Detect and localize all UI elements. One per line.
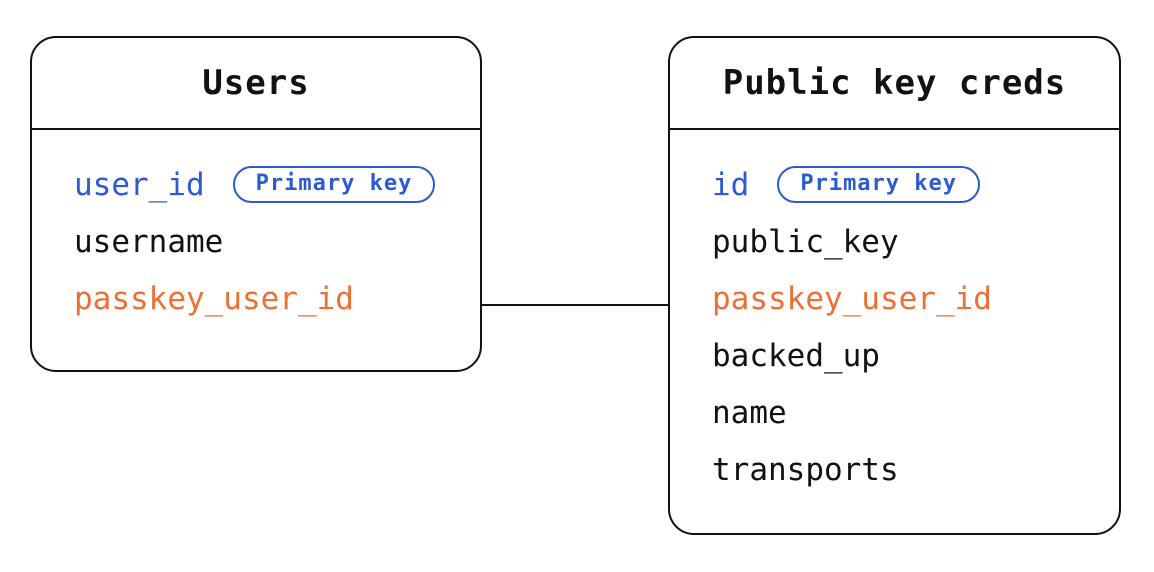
field-name-passkey-user-id: passkey_user_id — [712, 280, 992, 317]
field-row-id: id Primary key — [712, 156, 1103, 213]
users-table-header: Users — [32, 38, 480, 130]
field-name-public-key: public_key — [712, 223, 899, 260]
field-row-passkey-user-id: passkey_user_id — [74, 270, 464, 327]
public-key-creds-table: Public key creds id Primary key public_k… — [668, 36, 1121, 535]
field-row-passkey-user-id: passkey_user_id — [712, 270, 1103, 327]
public-key-creds-table-title: Public key creds — [722, 63, 1067, 103]
relationship-line — [482, 304, 670, 306]
primary-key-badge: Primary key — [232, 166, 436, 203]
field-row-name: name — [712, 384, 1103, 441]
users-table: Users user_id Primary key username passk… — [30, 36, 482, 372]
field-name-user-id: user_id — [74, 166, 205, 203]
field-name-transports: transports — [712, 451, 899, 488]
field-row-public-key: public_key — [712, 213, 1103, 270]
field-row-backed-up: backed_up — [712, 327, 1103, 384]
public-key-creds-table-body: id Primary key public_key passkey_user_i… — [670, 130, 1119, 498]
field-row-username: username — [74, 213, 464, 270]
public-key-creds-table-header: Public key creds — [670, 38, 1119, 130]
users-table-title: Users — [202, 63, 310, 103]
field-name-passkey-user-id: passkey_user_id — [74, 280, 354, 317]
field-name-username: username — [74, 223, 224, 260]
field-row-user-id: user_id Primary key — [74, 156, 464, 213]
field-name-name: name — [712, 394, 787, 431]
users-table-body: user_id Primary key username passkey_use… — [32, 130, 480, 327]
primary-key-badge: Primary key — [777, 166, 981, 203]
field-row-transports: transports — [712, 441, 1103, 498]
field-name-id: id — [712, 166, 750, 203]
field-name-backed-up: backed_up — [712, 337, 880, 374]
